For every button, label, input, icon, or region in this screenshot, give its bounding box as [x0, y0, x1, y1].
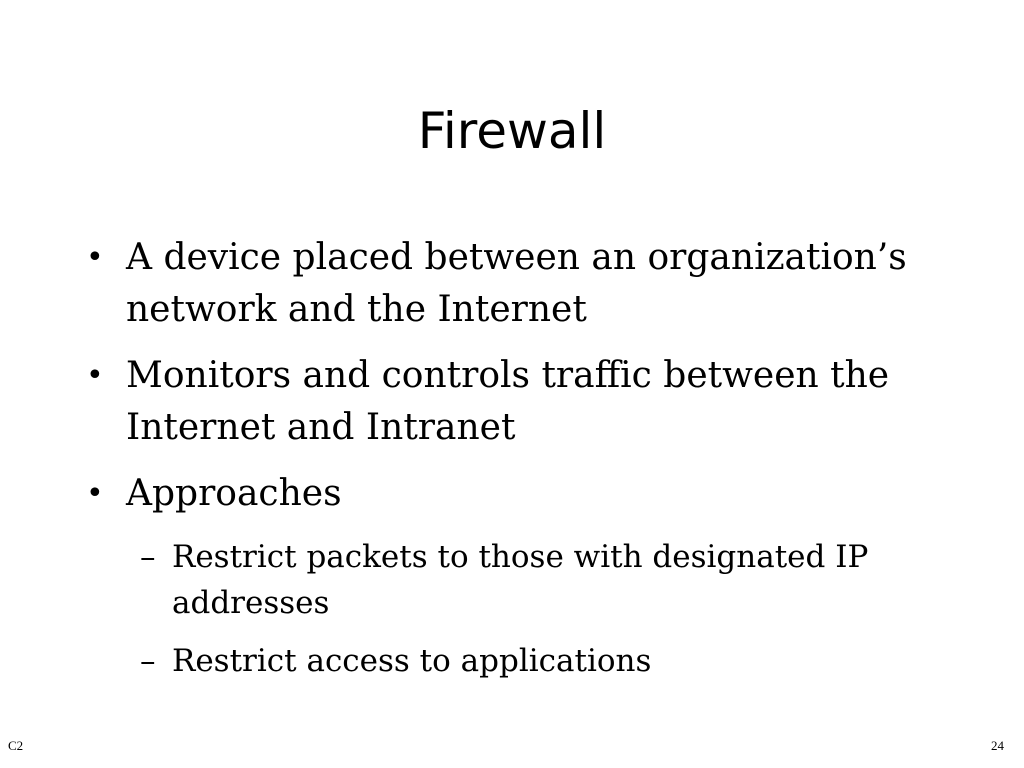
bullet-text: Approaches — [126, 473, 342, 514]
dash-marker: – — [140, 643, 156, 679]
bullet-text: Monitors and controls traffic between th… — [126, 355, 890, 448]
footer-label: C2 — [8, 738, 24, 753]
bullet-text: A device placed between an organization’… — [126, 237, 907, 330]
bullet-marker: • — [86, 476, 104, 511]
page-number: 24 — [991, 738, 1004, 753]
sub-bullet-text: Restrict access to applications — [172, 643, 652, 679]
dash-marker: – — [140, 539, 156, 575]
sub-bullet-item: – Restrict access to applications — [86, 638, 966, 684]
slide-title: Firewall — [417, 102, 607, 160]
bullet-item: • Monitors and controls traffic between … — [86, 350, 966, 454]
sub-bullet-text: Restrict packets to those with designate… — [172, 539, 869, 621]
slide-body: • A device placed between an organizatio… — [86, 232, 966, 696]
bullet-item: • Approaches — [86, 468, 966, 520]
bullet-marker: • — [86, 240, 104, 275]
bullet-item: • A device placed between an organizatio… — [86, 232, 966, 336]
bullet-marker: • — [86, 358, 104, 393]
sub-bullet-item: – Restrict packets to those with designa… — [86, 534, 966, 626]
